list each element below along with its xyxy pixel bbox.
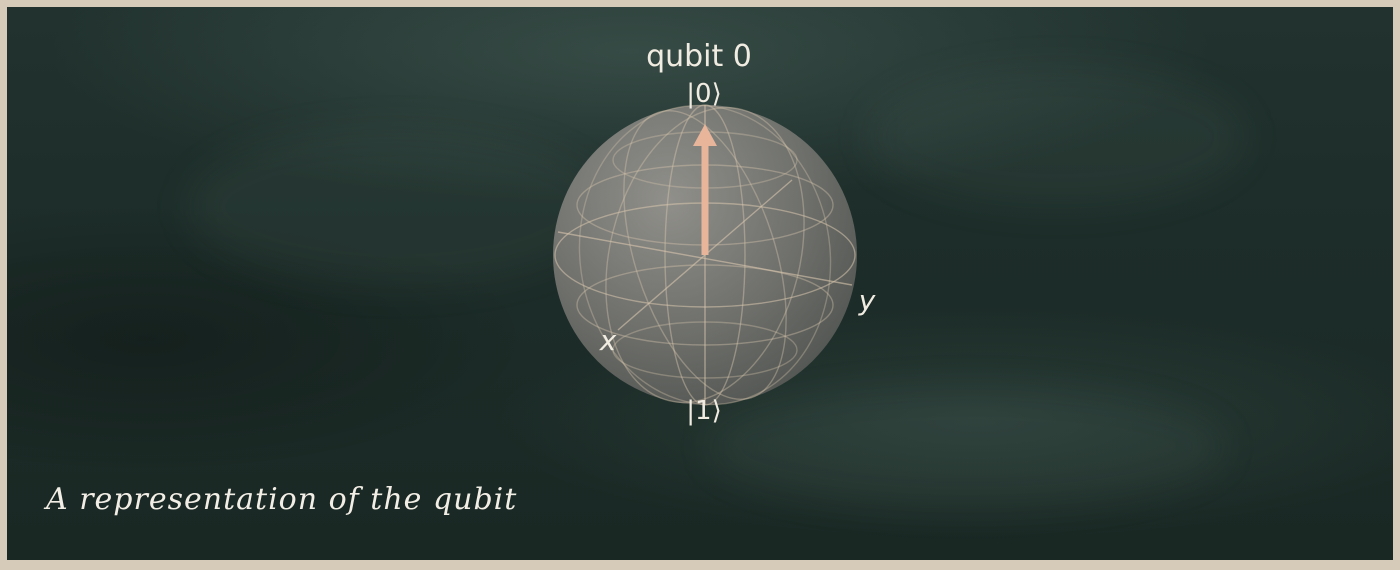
chalk-smudge [867, 67, 1247, 207]
ket-one-label: |1⟩ [686, 396, 721, 426]
y-axis-line [557, 231, 853, 286]
x-axis-label: x [599, 324, 617, 357]
chalk-smudge [707, 387, 1227, 507]
figure-title: qubit 0 [646, 39, 752, 74]
caption: A representation of the qubit [46, 482, 518, 517]
chalk-smudge [187, 127, 607, 287]
state-vector-arrow [693, 124, 717, 255]
y-axis-label: y [858, 284, 876, 317]
ket-zero-label: |0⟩ [686, 79, 721, 109]
